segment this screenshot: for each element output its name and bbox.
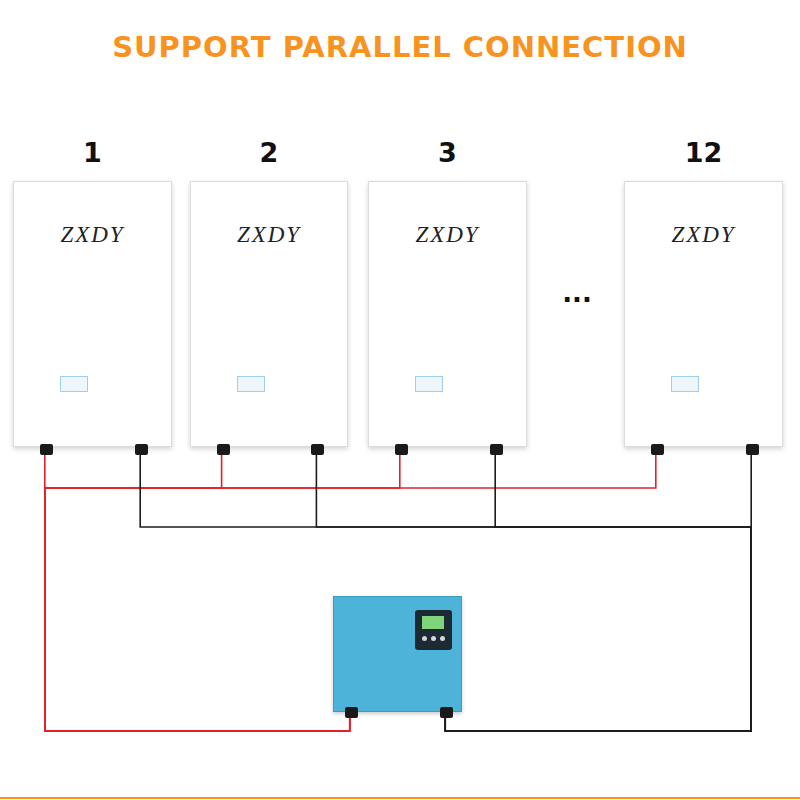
terminal-negative: [440, 707, 453, 718]
battery-box: 1ZXDY: [13, 181, 172, 447]
positive-cable: [45, 447, 656, 731]
terminal-positive: [217, 444, 230, 455]
panel-screen: [422, 616, 444, 629]
title-holder: SUPPORT PARALLEL CONNECTION: [0, 30, 800, 64]
positive-cable: [45, 447, 350, 731]
bottom-rule: [0, 797, 800, 799]
terminal-negative: [746, 444, 759, 455]
label-holder: ...: [545, 278, 609, 308]
battery-box: 3ZXDY: [368, 181, 527, 447]
control-panel: [415, 610, 452, 650]
negative-cable: [445, 447, 751, 731]
battery-box: 2ZXDY: [190, 181, 348, 447]
panel-button: [440, 636, 445, 641]
brand-logo: ZXDY: [191, 222, 347, 248]
ellipsis-label: ...: [562, 278, 592, 308]
negative-cable: [316, 447, 751, 731]
brand-logo: ZXDY: [14, 222, 171, 248]
status-display: [671, 376, 699, 392]
unit-number: 3: [369, 138, 526, 168]
negative-cable: [140, 447, 751, 731]
status-display: [60, 376, 88, 392]
positive-cable: [45, 447, 350, 731]
unit-number: 12: [625, 138, 782, 168]
brand-logo: ZXDY: [369, 222, 526, 248]
panel-button: [431, 636, 436, 641]
terminal-positive: [40, 444, 53, 455]
terminal-negative: [311, 444, 324, 455]
battery-box: 12ZXDY: [624, 181, 783, 447]
negative-cable: [445, 447, 751, 731]
brand-logo: ZXDY: [625, 222, 782, 248]
terminal-negative: [490, 444, 503, 455]
inverter-box: [333, 596, 462, 712]
panel-button: [422, 636, 427, 641]
terminal-positive: [651, 444, 664, 455]
status-display: [415, 376, 443, 392]
title: SUPPORT PARALLEL CONNECTION: [112, 30, 688, 64]
terminal-negative: [135, 444, 148, 455]
unit-number: 1: [14, 138, 171, 168]
status-display: [237, 376, 265, 392]
terminal-positive: [395, 444, 408, 455]
terminal-positive: [345, 707, 358, 718]
unit-number: 2: [191, 138, 347, 168]
